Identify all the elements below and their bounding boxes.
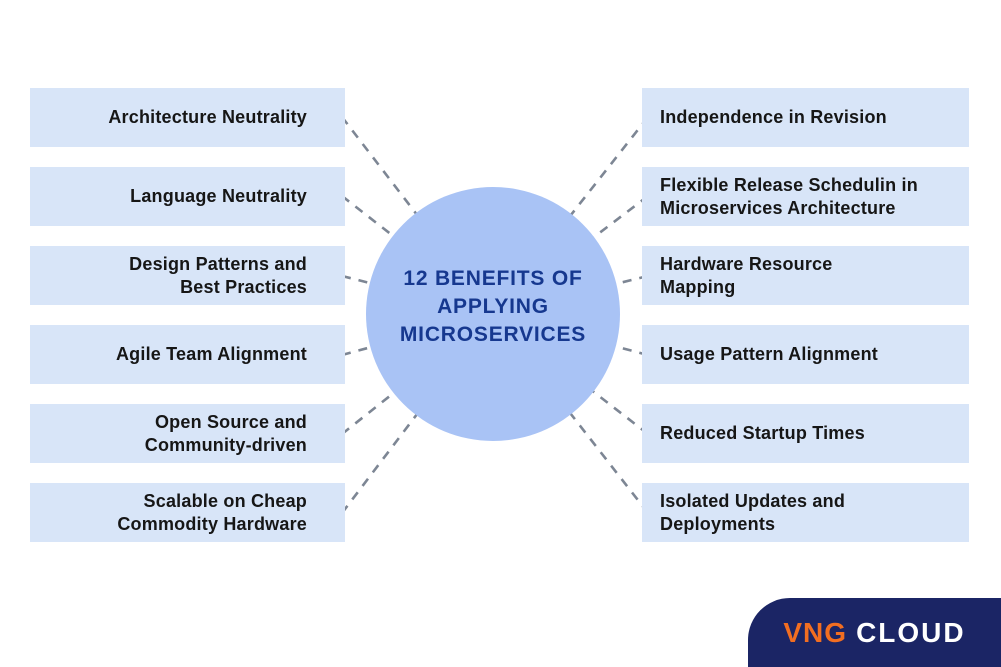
benefit-label: Language Neutrality	[130, 186, 307, 206]
benefit-label: Reduced Startup Times	[660, 423, 865, 443]
benefit-label: Hardware Resource Mapping	[660, 253, 833, 297]
benefit-label: Flexible Release Schedulin in Microservi…	[660, 174, 918, 218]
benefit-box-isolated-updates: Isolated Updates and Deployments	[642, 483, 969, 542]
benefit-label: Agile Team Alignment	[115, 344, 307, 364]
benefit-label: Design Patterns and Best Practices	[129, 253, 307, 297]
benefit-label: Architecture Neutrality	[108, 107, 307, 127]
benefit-box-design-patterns: Design Patterns and Best Practices	[30, 246, 345, 305]
benefit-label: Scalable on Cheap Commodity Hardware	[117, 490, 307, 534]
benefit-box-independence-in-revision: Independence in Revision	[642, 88, 969, 147]
benefit-label: Usage Pattern Alignment	[660, 344, 878, 364]
benefit-box-usage-pattern-alignment: Usage Pattern Alignment	[642, 325, 969, 384]
benefit-box-scalable-hardware: Scalable on Cheap Commodity Hardware	[30, 483, 345, 542]
vng-cloud-logo-badge: VNG CLOUD	[748, 598, 1001, 667]
benefit-box-architecture-neutrality: Architecture Neutrality	[30, 88, 345, 147]
benefit-box-hardware-resource-mapping: Hardware Resource Mapping	[642, 246, 969, 305]
cloud-logo-text: CLOUD	[856, 616, 966, 648]
benefit-box-agile-team-alignment: Agile Team Alignment	[30, 325, 345, 384]
benefit-label: Isolated Updates and Deployments	[660, 490, 846, 534]
connector-line	[341, 274, 494, 316]
benefit-box-open-source: Open Source and Community-driven	[30, 404, 345, 463]
benefit-label: Independence in Revision	[660, 107, 887, 127]
benefit-box-language-neutrality: Language Neutrality	[30, 167, 345, 226]
diagram-title: 12 BENEFITS OF APPLYING MICROSERVICES	[399, 267, 587, 346]
vng-logo-text: VNG	[783, 616, 848, 648]
benefit-box-flexible-release-scheduling: Flexible Release Schedulin in Microservi…	[642, 167, 969, 226]
benefit-label: Open Source and Community-driven	[144, 411, 307, 455]
center-circle: 12 BENEFITS OF APPLYING MICROSERVICES	[366, 187, 620, 441]
benefit-box-reduced-startup-times: Reduced Startup Times	[642, 404, 969, 463]
